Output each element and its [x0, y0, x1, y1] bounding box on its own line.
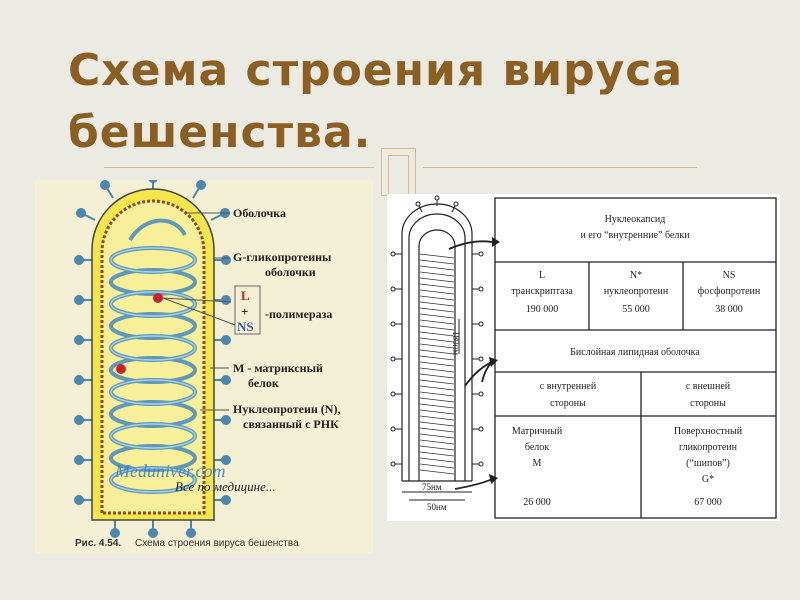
polymerase-dot: [153, 293, 163, 303]
dimension-markers: [402, 319, 472, 501]
cell-inner-2: стороны: [550, 398, 586, 409]
rabies-structure-schematic: 180нм 75нм 50нм Нуклеокапсид и его “внут…: [390, 195, 777, 519]
cell-nucleocapsid-2: и его “внутренние” белки: [580, 230, 690, 241]
cell-n-name: нуклеопротеин: [604, 286, 669, 297]
cell-bilayer: Бислойная липидная оболочка: [570, 347, 700, 358]
label-polymerase: -полимераза: [265, 307, 332, 321]
cell-n-title: N*: [630, 270, 642, 281]
nucleocapsid-hatching: [419, 253, 455, 475]
cell-surface-4: G*: [702, 474, 714, 485]
cell-l-title: L: [539, 270, 545, 281]
cell-matrix-1: Матричный: [512, 426, 563, 437]
cell-outer-1: с внешней: [686, 381, 731, 392]
cell-nucleocapsid-1: Нуклеокапсид: [605, 214, 666, 225]
label-glycoproteins-2: оболочки: [265, 265, 316, 279]
label-matrix-1: М - матриксный: [233, 361, 323, 375]
label-nucleoprotein-1: Нуклеопротеин (N),: [233, 402, 340, 416]
label-envelope: Оболочка: [233, 206, 286, 220]
label-glycoproteins-1: G-гликопротеины: [233, 250, 332, 264]
watermark-tagline: Все по медицине...: [175, 479, 276, 494]
slide-title: Схема строения вируса бешенства.: [68, 45, 684, 158]
cell-ns-mass: 38 000: [715, 304, 743, 315]
label-leader-lines: [162, 212, 236, 411]
protein-table-text: Нуклеокапсид и его “внутренние” белки L …: [511, 214, 761, 508]
decor-line-left: [104, 167, 374, 168]
cell-l-mass: 190 000: [526, 304, 559, 315]
cell-n-mass: 55 000: [622, 304, 650, 315]
dimension-height-label: 180нм: [451, 331, 461, 355]
cell-l-name: транскриптаза: [511, 286, 573, 297]
arrow-heads: [489, 237, 500, 484]
surface-spikes: [390, 195, 484, 467]
decor-bracket-inner: [388, 155, 409, 196]
cell-ns-title: NS: [723, 270, 736, 281]
watermark-site: Meduniver.com: [114, 461, 225, 481]
cell-inner-1: с внутренней: [540, 381, 597, 392]
cell-surface-3: (“шипов”): [686, 458, 730, 469]
dimension-inner-label: 50нм: [427, 502, 447, 512]
cell-ns-name: фосфопротеин: [698, 286, 761, 297]
cell-matrix-2: белок: [525, 442, 549, 453]
label-ns: NS: [237, 319, 254, 334]
protein-table-grid: [494, 197, 777, 519]
rabies-virus-figure-panel: Оболочка G-гликопротеины оболочки L + NS…: [35, 173, 373, 554]
dimension-width-label: 75нм: [422, 482, 442, 492]
cell-outer-2: стороны: [690, 398, 726, 409]
decor-line-right: [423, 167, 697, 168]
label-matrix-2: белок: [248, 376, 279, 390]
cell-surface-2: гликопротеин: [679, 442, 738, 453]
cell-matrix-mass: 26 000: [523, 497, 551, 508]
structure-table-figure-panel: 180нм 75нм 50нм Нуклеокапсид и его “внут…: [387, 194, 780, 521]
polymerase-dot: [116, 364, 126, 374]
caption-text: Схема строения вируса бешенства: [135, 537, 299, 549]
rabies-virus-diagram: Оболочка G-гликопротеины оболочки L + NS…: [74, 173, 340, 549]
cell-surface-mass: 67 000: [694, 497, 722, 508]
label-nucleoprotein-2: связанный с РНК: [243, 417, 339, 431]
caption-figure-number: Рис. 4.54.: [75, 538, 121, 549]
label-plus: +: [241, 304, 248, 319]
cell-matrix-3: М: [533, 458, 542, 469]
label-l: L: [241, 288, 250, 303]
cell-surface-1: Поверхностный: [674, 426, 743, 437]
